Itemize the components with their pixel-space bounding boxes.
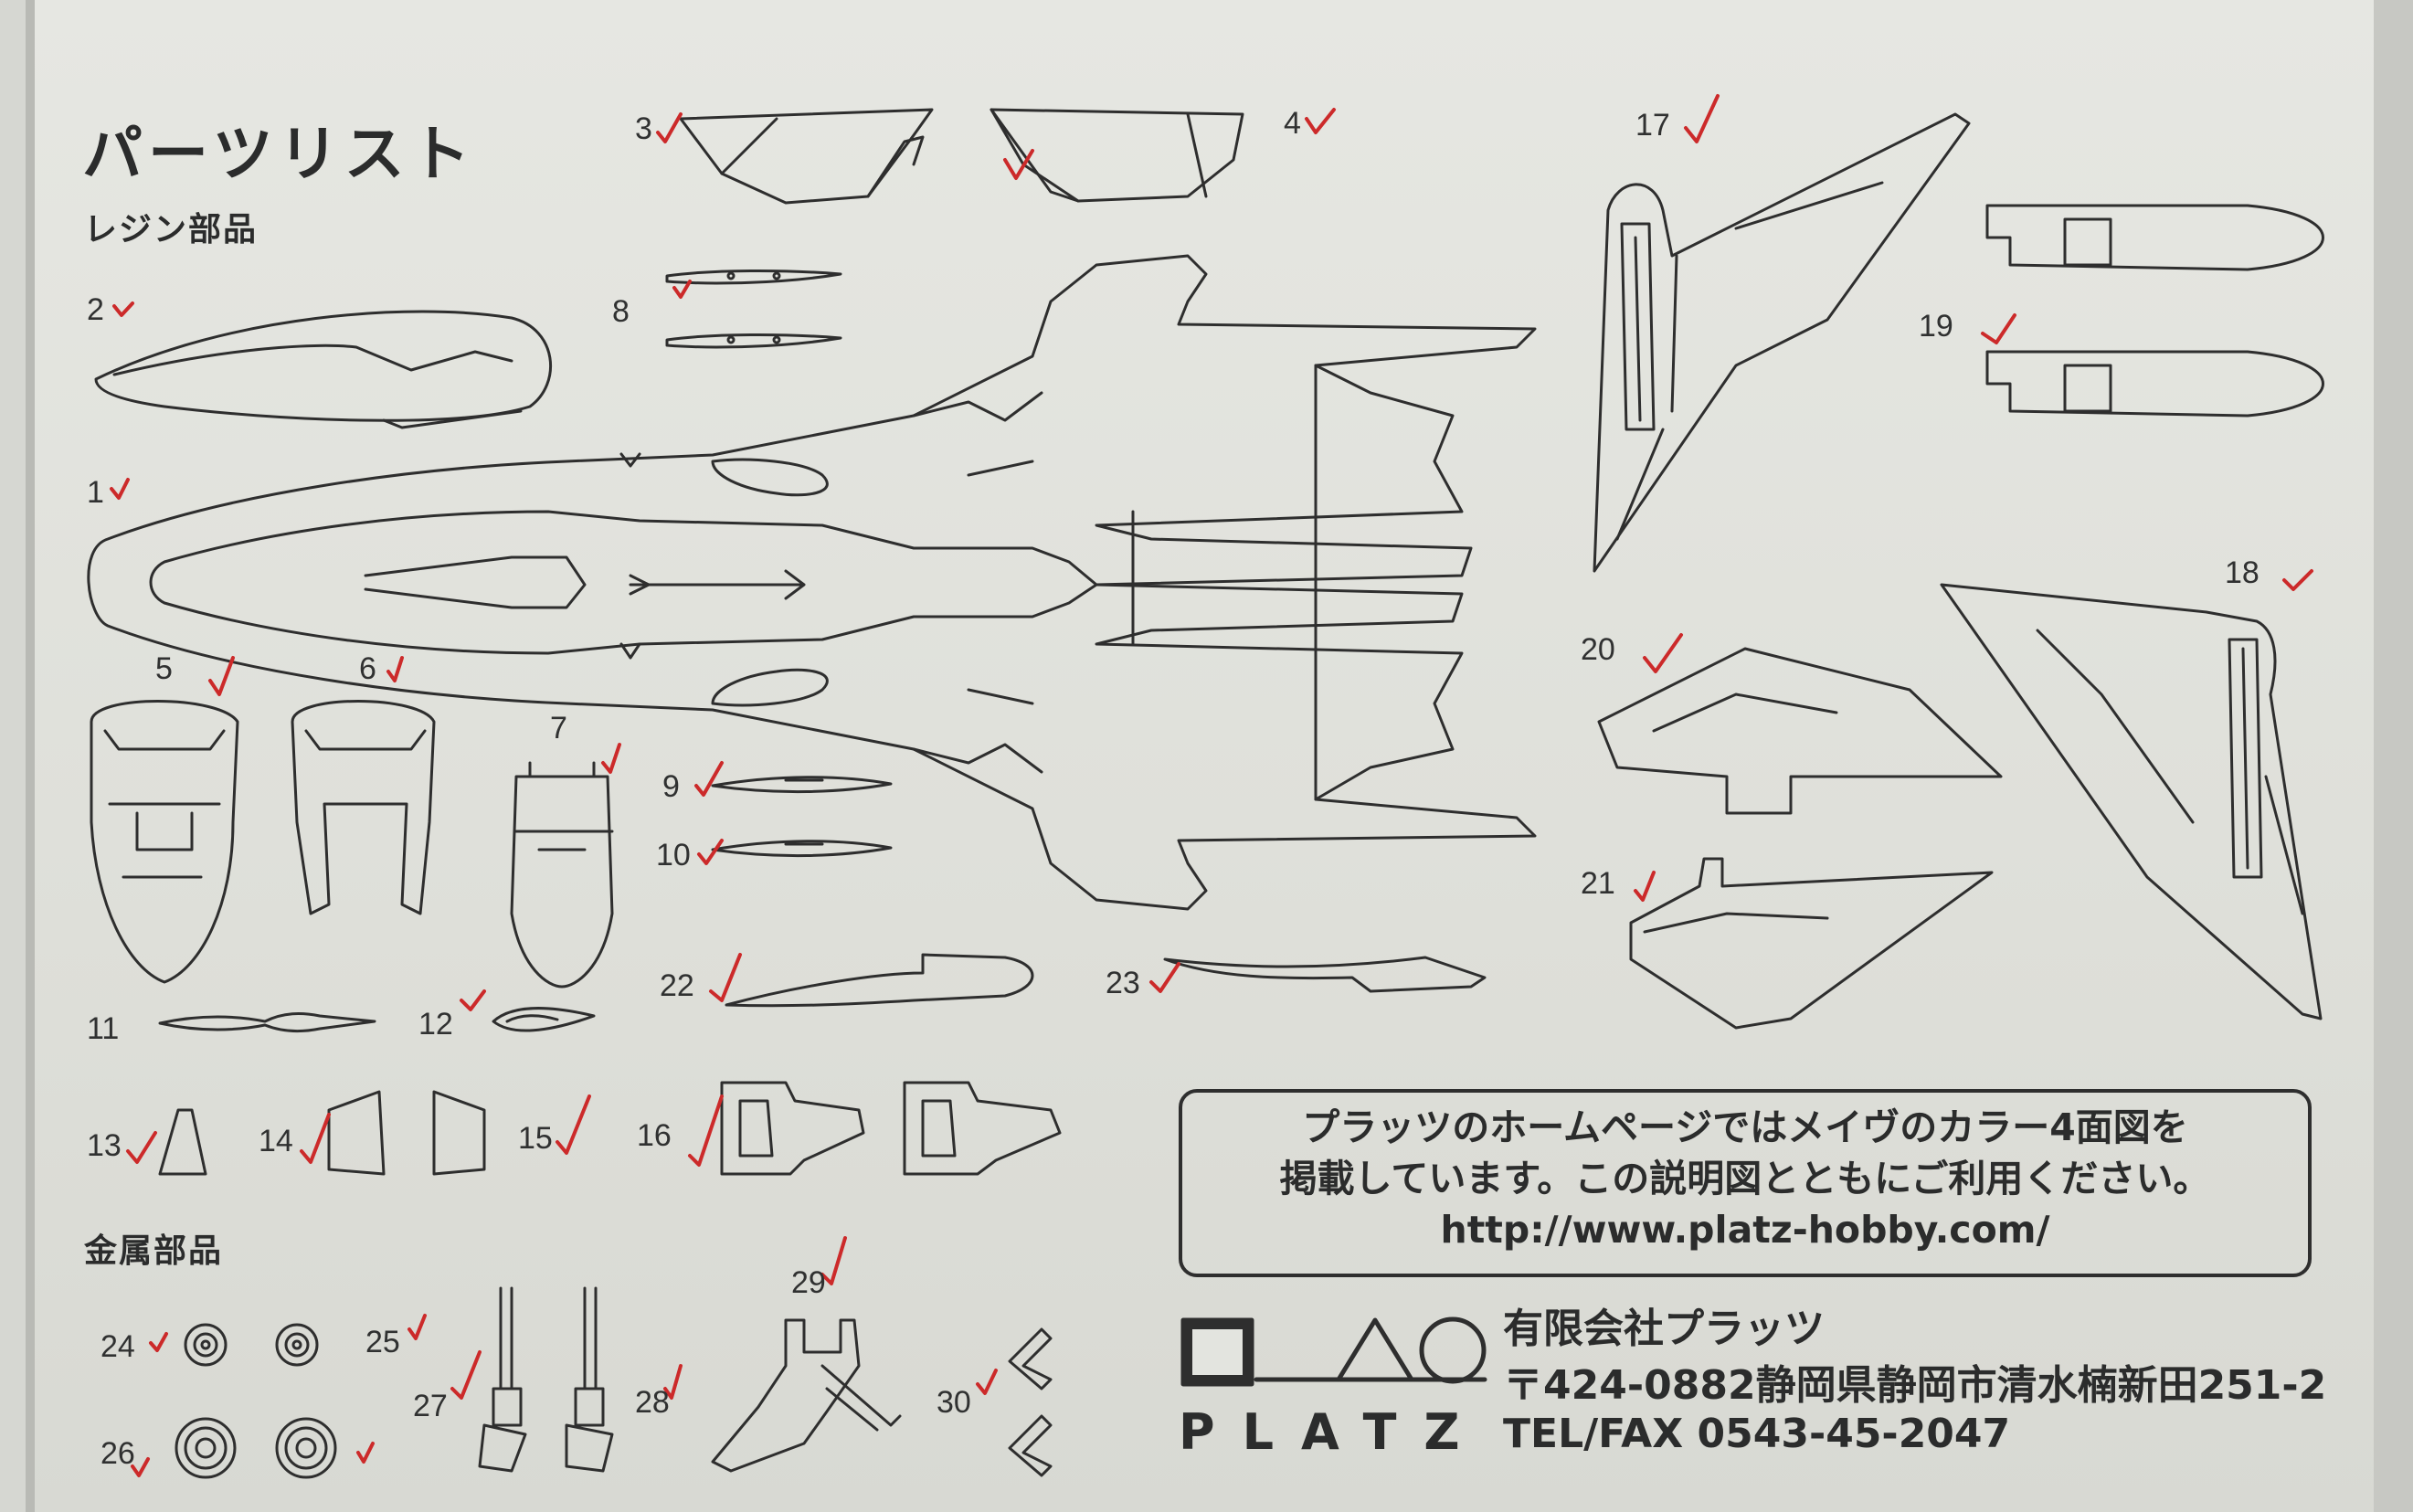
part-13-drawing [158,1108,207,1176]
part-16-drawing [720,1081,1062,1176]
part-24-drawing [184,1323,228,1367]
homepage-notice: プラッツのホームページではメイヴのカラー4面図を 掲載しています。この説明図とと… [1179,1089,2312,1277]
part-number-3: 3 [635,111,652,146]
part-number-18: 18 [2225,555,2260,590]
part-number-10: 10 [656,838,691,872]
part-27-drawing [478,1286,527,1473]
part-20-drawing [1597,647,2003,815]
part-number-30: 30 [937,1385,971,1420]
part-11-drawing [158,1012,376,1033]
part-21-drawing [1629,857,1994,1030]
part-number-14: 14 [259,1124,293,1158]
part-number-19: 19 [1919,309,1953,344]
part-8-drawing [665,269,842,349]
part-26-drawing [175,1417,337,1479]
company-address: 〒424-0882静岡県静岡市清水楠新田251-2 [1503,1362,2327,1409]
part-number-29: 29 [791,1265,826,1300]
part-1-drawing [87,254,1537,911]
part-17-drawing [1593,112,1971,573]
part-number-16: 16 [637,1118,672,1153]
part-15-drawing [432,1090,486,1176]
part-2-drawing [94,310,552,429]
part-number-6: 6 [359,651,376,686]
part-23-drawing [1163,956,1487,993]
part-number-9: 9 [662,769,680,804]
part-number-4: 4 [1284,106,1301,141]
part-25-drawing [275,1323,319,1367]
company-tel: TEL/FAX 0543-45-2047 [1503,1411,2011,1457]
part-number-26: 26 [101,1436,135,1471]
part-number-2: 2 [87,292,104,327]
page-edge [2374,0,2413,1512]
part-19-drawing [1985,204,2324,418]
resin-parts-heading: レジン部品 [84,211,259,248]
page-title: パーツリスト [82,119,476,189]
part-10-drawing [711,840,893,858]
notice-line-2: 掲載しています。この説明図とともにご利用ください。 [1279,1157,2211,1200]
part-12-drawing [492,1007,596,1032]
part-6-drawing [291,700,436,915]
check-marks [110,94,2313,1477]
part-number-8: 8 [612,294,630,329]
part-number-12: 12 [418,1007,453,1041]
instruction-sheet [35,0,2374,1512]
part-number-13: 13 [87,1128,122,1163]
part-number-21: 21 [1581,866,1615,901]
part-22-drawing [725,953,1034,1008]
part-number-25: 25 [365,1325,400,1359]
part-number-28: 28 [635,1385,670,1420]
metal-parts-heading: 金属部品 [84,1232,224,1270]
binding-edge [26,0,35,1512]
part-number-11: 11 [87,1011,120,1046]
part-number-20: 20 [1581,632,1615,667]
part-14-drawing [327,1090,386,1176]
part-30-drawing [1008,1327,1053,1477]
part-number-22: 22 [660,968,694,1003]
part-number-24: 24 [101,1329,135,1364]
part-29-drawing [711,1318,902,1473]
part-28-drawing [565,1286,614,1473]
company-name: 有限会社プラッツ [1503,1306,1825,1352]
part-3-drawing [679,108,934,205]
part-number-27: 27 [413,1389,448,1423]
notice-line-1: プラッツのホームページではメイヴのカラー4面図を [1302,1105,2188,1149]
part-number-23: 23 [1106,966,1140,1000]
platz-wordmark: PLATZ [1179,1403,1487,1461]
part-number-5: 5 [155,651,173,686]
part-number-15: 15 [518,1121,553,1156]
part-7-drawing [510,761,614,989]
part-9-drawing [711,776,893,794]
part-18-drawing [1940,583,2323,1020]
notice-url[interactable]: http://www.platz-hobby.com/ [1440,1208,2050,1252]
platz-logo [1180,1316,1487,1387]
part-number-1: 1 [87,475,104,510]
part-5-drawing [90,700,239,984]
part-number-7: 7 [550,711,567,745]
part-number-17: 17 [1635,108,1670,143]
